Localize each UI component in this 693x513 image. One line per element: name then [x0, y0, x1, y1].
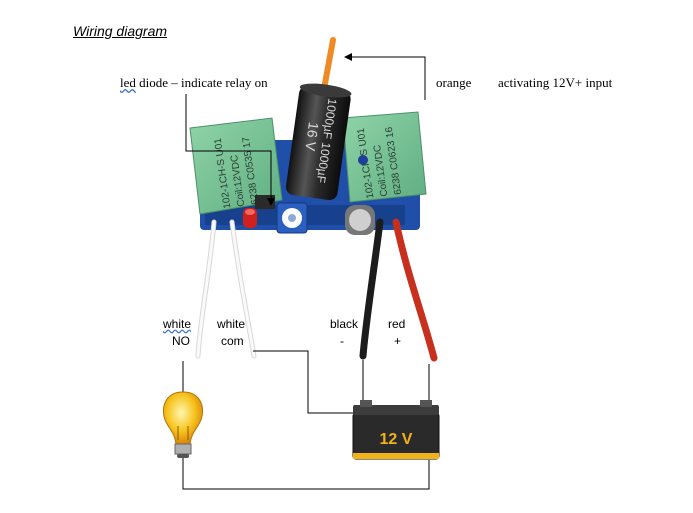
orange-wire-description: activating 12V+ input: [498, 75, 613, 90]
led-word: led: [120, 75, 136, 90]
led-diode-label: led diode – indicate relay on: [120, 76, 268, 89]
pcb-hole: [358, 155, 368, 165]
led-label-rest: diode – indicate relay on: [135, 75, 268, 90]
trimmer-potentiometer: [276, 202, 308, 234]
capacitor-voltage: 16 V: [302, 121, 322, 152]
relay-left: 102-1CH-S U01 Coil:12VDC 6238 C0535 17: [189, 117, 283, 215]
battery-voltage: 12 V: [380, 431, 413, 448]
led-pointer-line: [185, 94, 275, 206]
orange-wire-label: orange: [436, 75, 472, 90]
plus-terminal-label: +: [394, 334, 402, 348]
black-wire-label: black: [330, 317, 359, 331]
white-no-wire-label: white: [163, 317, 192, 331]
minus-terminal-label: -: [340, 334, 344, 348]
transistor: [255, 195, 275, 209]
relay-right: 102-1CH-S U01 Coil:12VDC 6238 C0623 16: [342, 111, 427, 203]
diagram-title: Wiring diagram: [73, 23, 168, 39]
light-bulb-icon: [162, 391, 204, 458]
white-com-wire-label: white: [217, 317, 246, 331]
circuit-lines: [182, 350, 430, 490]
red-wire: [392, 218, 438, 362]
red-wire-label: red: [388, 317, 406, 331]
black-wire: [359, 218, 384, 360]
capacitor: 1000µF 1000µF 16 V: [285, 83, 352, 201]
com-terminal-label: com: [221, 334, 244, 348]
led-diode: [243, 208, 257, 228]
electrolytic-small: [345, 205, 375, 235]
orange-pointer-line: [344, 53, 426, 100]
battery-icon: 12 V: [352, 400, 440, 460]
no-terminal-label: NO: [172, 334, 190, 348]
